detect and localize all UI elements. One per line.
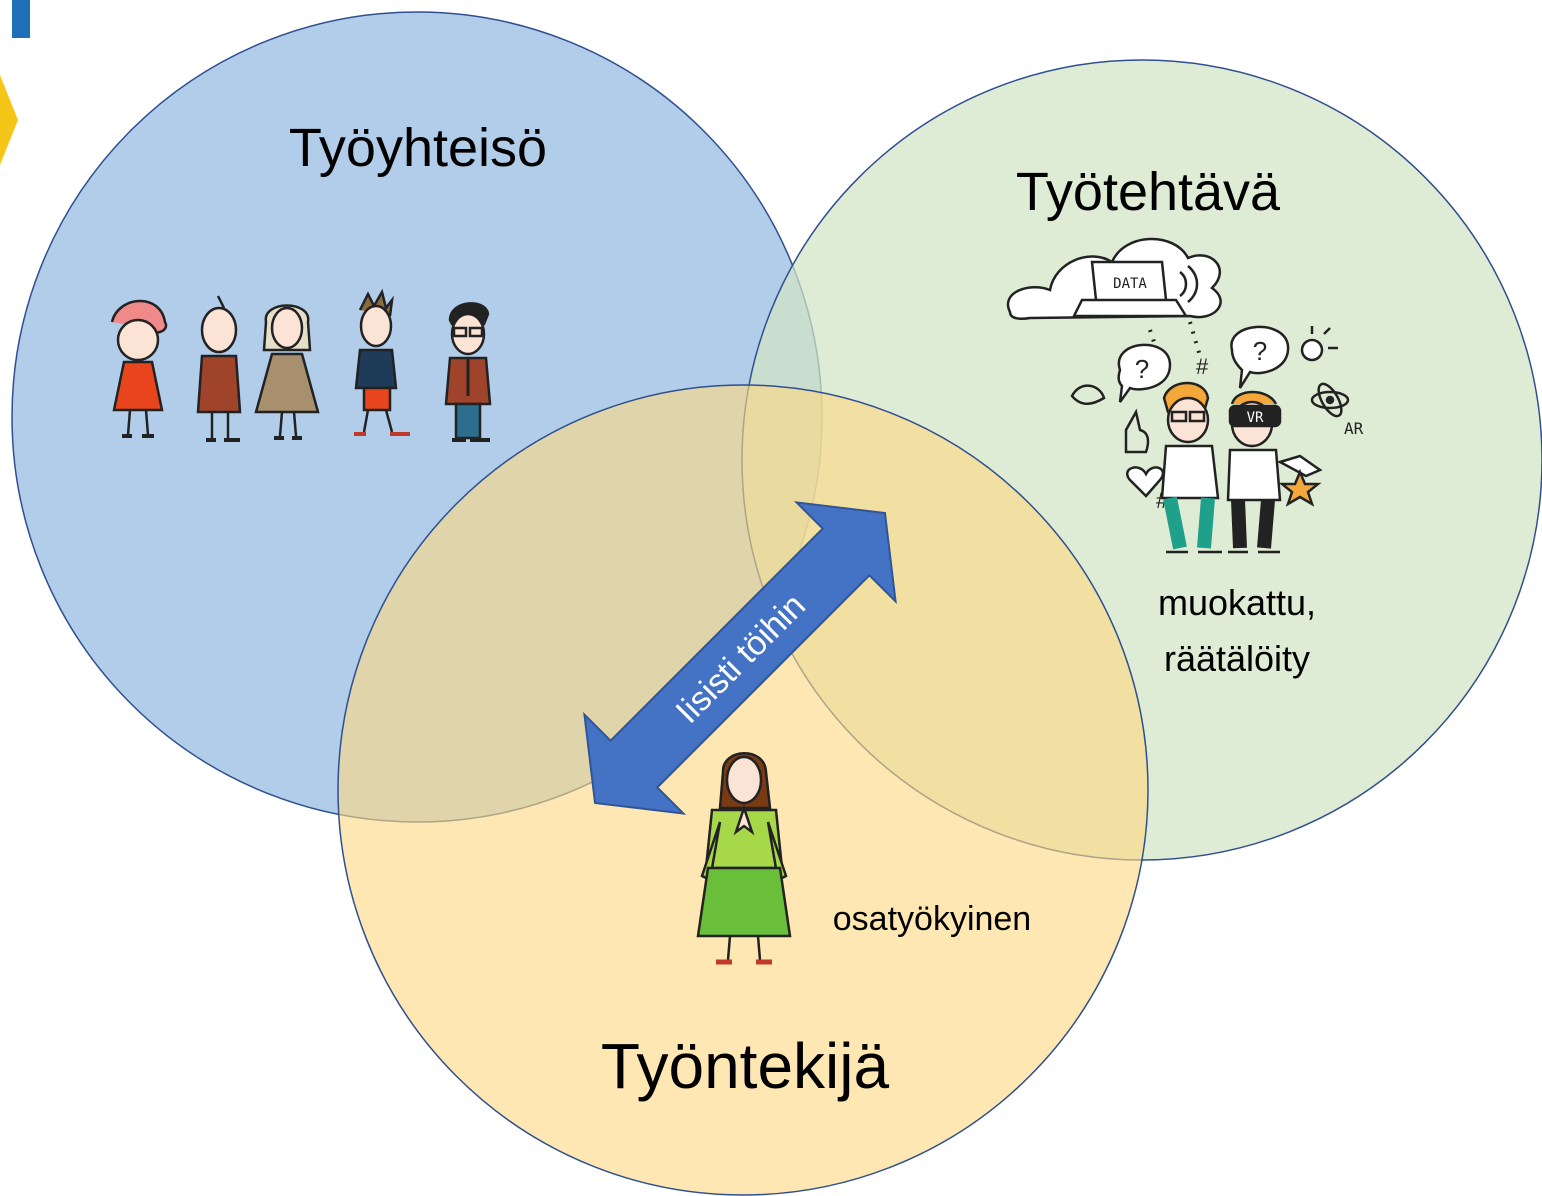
label-task: Työtehtävä bbox=[1016, 162, 1281, 222]
person-1-icon bbox=[110, 299, 168, 438]
woman-illustration bbox=[696, 752, 792, 965]
svg-text:?: ? bbox=[1135, 354, 1149, 384]
lightbulb-icon bbox=[1300, 338, 1324, 362]
label-worker: Työntekijä bbox=[601, 1030, 890, 1102]
corner-logo-icon bbox=[0, 0, 30, 165]
svg-text:AR: AR bbox=[1344, 419, 1364, 438]
double-arrow-shape bbox=[583, 501, 897, 815]
corner-logo-chevron bbox=[0, 75, 18, 165]
laptop-icon bbox=[1071, 260, 1189, 318]
svg-text:#: # bbox=[1196, 354, 1209, 379]
person-4-icon bbox=[354, 288, 410, 436]
svg-text:VR: VR bbox=[1247, 410, 1264, 426]
corner-logo-bar bbox=[12, 0, 30, 38]
thumbs-up-icon bbox=[1124, 408, 1150, 454]
label-community: Työyhteisö bbox=[289, 118, 547, 178]
person-5-icon bbox=[444, 302, 492, 442]
man-vr-headset-icon: VR bbox=[1226, 390, 1323, 554]
digital-work-illustration: DATA ? ? # AR # bbox=[1006, 237, 1364, 554]
svg-text:?: ? bbox=[1253, 336, 1267, 366]
person-2-icon bbox=[196, 295, 242, 442]
bird-icon bbox=[1070, 384, 1106, 405]
star-icon bbox=[1278, 468, 1322, 507]
task-note-line1: muokattu, bbox=[1158, 582, 1316, 623]
speech-bubble-icon-2 bbox=[1230, 325, 1290, 389]
heart-icon bbox=[1126, 466, 1165, 498]
people-group-illustration bbox=[110, 288, 492, 442]
person-3-icon bbox=[254, 304, 320, 440]
atom-icon bbox=[1310, 382, 1350, 418]
worker-note: osatyökyinen bbox=[833, 900, 1031, 938]
task-note-line2: räätälöity bbox=[1164, 638, 1310, 679]
man-glasses-icon bbox=[1160, 381, 1222, 554]
laptop-screen-text: DATA bbox=[1113, 276, 1147, 292]
speech-bubble-icon bbox=[1117, 343, 1172, 403]
